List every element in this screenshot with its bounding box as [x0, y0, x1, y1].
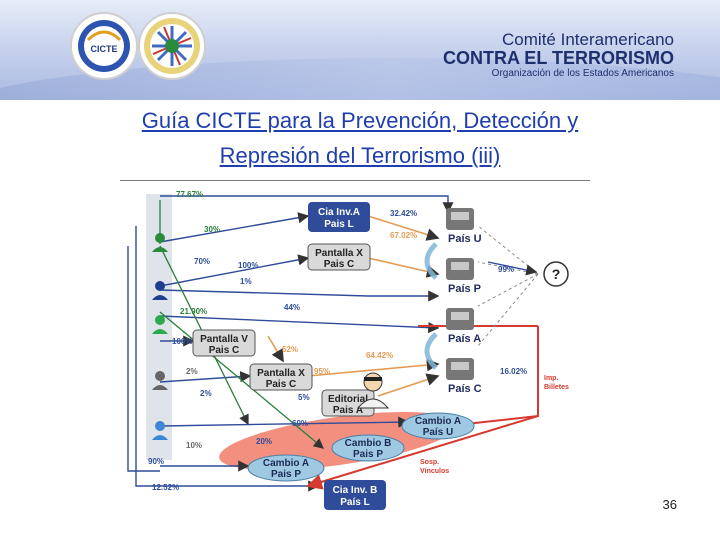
label-60: 60%: [292, 419, 308, 428]
node-pantalla-x-line2: Pais C: [324, 259, 355, 270]
person-icon-1: [152, 233, 168, 252]
country-label-pais-u: País U: [448, 233, 482, 245]
label-2-b: 2%: [200, 389, 212, 398]
oas-seal-logo: [138, 12, 206, 80]
question-mark: ?: [552, 266, 561, 282]
title-divider: [120, 180, 590, 181]
node-pantalla-v-line1: Pantalla V: [200, 334, 248, 345]
label-95: 95%: [314, 367, 330, 376]
node-cambio-a-p-line1: Cambio A: [263, 458, 309, 469]
label-100-a: 100%: [238, 261, 258, 270]
node-pantalla-v: Pantalla V Pais C: [192, 329, 256, 357]
country-label-pais-p: País P: [448, 283, 481, 295]
label-10: 10%: [186, 441, 202, 450]
label-sosp-line2: Vínculos: [420, 468, 449, 475]
country-label-pais-c: País C: [448, 383, 482, 395]
node-cambio-a-u-line1: Cambio A: [415, 416, 461, 427]
label-44: 44%: [284, 303, 300, 312]
node-cia-a-line2: Pais L: [324, 219, 353, 230]
person-icon-5: [152, 421, 168, 440]
person-icon-3: [152, 315, 168, 334]
node-pantalla-x-mid: Pantalla X Pais C: [249, 363, 313, 391]
label-90: 90%: [148, 457, 164, 466]
flow-diagram: País U País P País A País C ? Cia Inv.A …: [118, 186, 588, 516]
node-cia-a-line1: Cia Inv.A: [318, 207, 360, 218]
node-cambio-a-u: Cambio A País U: [401, 412, 475, 440]
label-77-67: 77.67%: [176, 190, 203, 199]
label-12-52: 12.52%: [152, 483, 179, 492]
label-20: 20%: [256, 437, 272, 446]
label-1: 1%: [240, 277, 252, 286]
node-cambio-a-p: Cambio A Pais P: [247, 454, 325, 482]
node-cia-inv-b: Cia Inv. B País L: [324, 480, 386, 510]
label-2-a: 2%: [186, 367, 198, 376]
node-cia-b-line1: Cia Inv. B: [333, 485, 378, 496]
label-16-02: 16.02%: [500, 367, 527, 376]
node-cia-inv-a: Cia Inv.A Pais L: [308, 202, 370, 232]
country-node-pais-a: País A: [446, 308, 481, 345]
node-editorial: Editorial Pais A: [321, 389, 375, 417]
label-32-42: 32.42%: [390, 209, 417, 218]
header-banner: CICTE Comité Interamericano CONTRA EL TE…: [0, 0, 720, 100]
label-imp-line2: Billetes: [544, 384, 569, 391]
label-30: 30%: [204, 225, 220, 234]
label-sosp-line1: Sosp.: [420, 459, 439, 466]
label-52: 52%: [282, 345, 298, 354]
country-node-pais-u: País U: [446, 208, 482, 245]
cicte-logo: CICTE: [70, 12, 138, 80]
node-editorial-line1: Editorial: [328, 394, 368, 405]
suspect-figure-icon: [356, 372, 390, 409]
slide-title-line-2: Represión del Terrorismo (iii): [219, 143, 501, 168]
node-cambio-b: Cambio B Pais P: [331, 434, 405, 462]
label-imp-line1: Imp.: [544, 375, 558, 382]
node-cambio-a-u-line2: País U: [423, 427, 454, 438]
cicte-logo-text: CICTE: [91, 44, 118, 54]
slide-title-line-1: Guía CICTE para la Prevención, Detección…: [141, 108, 579, 133]
node-cambio-a-p-line2: Pais P: [271, 469, 301, 480]
org-line-1: Comité Interamericano: [502, 30, 674, 49]
label-70: 70%: [194, 257, 210, 266]
org-line-3: Organización de los Estados Americanos: [491, 68, 674, 79]
country-node-pais-p: País P: [446, 258, 481, 295]
org-line-2: CONTRA EL TERRORISMO: [442, 48, 674, 68]
label-21-90: 21.90%: [180, 307, 207, 316]
node-editorial-line2: Pais A: [333, 405, 363, 416]
node-pantalla-v-line2: Pais C: [209, 345, 240, 356]
person-icon-2: [152, 281, 168, 300]
country-node-pais-c: País C: [446, 358, 482, 395]
node-pantalla-x-line1: Pantalla X: [315, 248, 363, 259]
unknown-destination-node: ?: [543, 261, 569, 287]
label-67-02: 67.02%: [390, 231, 417, 240]
node-pantalla-x2-line1: Pantalla X: [257, 368, 305, 379]
label-64-42: 64.42%: [366, 351, 393, 360]
page-number: 36: [662, 497, 677, 512]
label-5: 5%: [298, 393, 310, 402]
node-pantalla-x2-line2: Pais C: [266, 379, 297, 390]
node-cia-b-line2: País L: [340, 497, 369, 508]
node-pantalla-x-top: Pantalla X Pais C: [307, 243, 371, 271]
node-cambio-b-line2: Pais P: [353, 449, 383, 460]
person-icon-4: [152, 371, 168, 390]
label-99: 99%: [498, 265, 514, 274]
label-100-b: 100%: [172, 337, 192, 346]
country-label-pais-a: País A: [448, 333, 481, 345]
node-cambio-b-line1: Cambio B: [345, 438, 392, 449]
